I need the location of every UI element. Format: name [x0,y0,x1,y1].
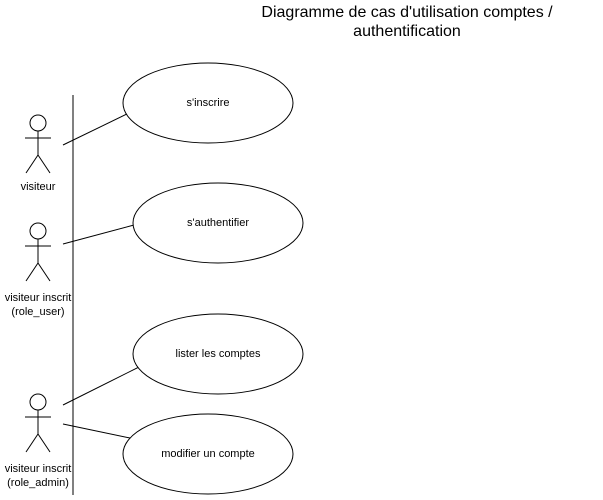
association-user-sauthentifier [62,224,135,245]
use-case-modifier-compte-label: modifier un compte [161,448,255,460]
association-visiteur-sinscrire [62,112,130,146]
use-case-modifier-compte-ellipse [122,413,294,495]
actor-visiteur-inscrit-admin-label-line-2: (role_admin) [7,477,69,489]
actor-visiteur-inscrit-user-label-line-2: (role_user) [11,306,65,318]
diagram-title-line-1: Diagramme de cas d'utilisation comptes / [261,4,553,21]
use-case-sauthentifier-label: s'authentifier [186,217,250,229]
association-admin-modifier-compte [62,423,131,439]
actor-visiteur-inscrit-admin-figure [25,393,51,453]
actor-visiteur-inscrit-admin-label-line-1: visiteur inscrit [4,463,72,475]
use-case-lister-comptes-label: lister les comptes [175,348,261,360]
use-case-sinscrire-label: s'inscrire [186,97,230,109]
diagram-title: Diagramme de cas d'utilisation comptes /… [252,3,562,41]
use-case-lister-comptes-ellipse [132,313,304,395]
actor-visiteur-label: visiteur [0,180,76,194]
actor-visiteur-figure [25,114,51,174]
actor-visiteur-inscrit-user-label: visiteur inscrit (role_user) [0,291,76,319]
actor-visiteur-label-line: visiteur [20,181,56,193]
diagram-title-line-2: authentification [353,23,461,40]
actor-visiteur-inscrit-user-figure [25,222,51,282]
use-case-sauthentifier-ellipse [132,182,304,264]
use-case-sinscrire-ellipse [122,62,294,144]
actor-visiteur-inscrit-admin-label: visiteur inscrit (role_admin) [0,462,76,490]
actor-visiteur-inscrit-user-label-line-1: visiteur inscrit [4,292,72,304]
association-admin-lister-comptes [62,363,146,406]
